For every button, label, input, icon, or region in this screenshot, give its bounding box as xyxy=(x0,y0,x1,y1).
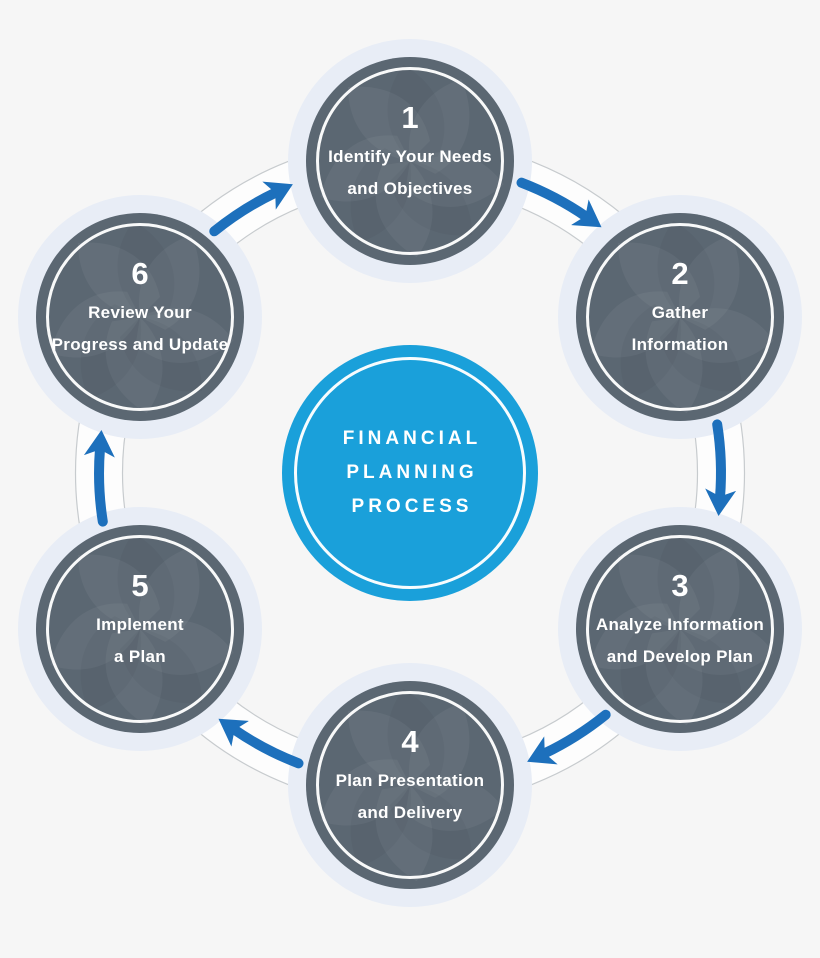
center-title-line1: FINANCIAL xyxy=(342,428,482,449)
step-5-number: 5 xyxy=(131,568,149,603)
step-4-number: 4 xyxy=(401,724,419,759)
step-3-label-line2: and Develop Plan xyxy=(606,647,754,666)
step-1-label-line2: and Objectives xyxy=(347,179,473,198)
step-2-number: 2 xyxy=(671,256,689,291)
step-2-disc: 2 Gather Information xyxy=(576,213,784,421)
step-5-disc: 5 Implement a Plan xyxy=(36,525,244,733)
arrow-step1-to-step2 xyxy=(516,177,602,228)
step-6-disc: 6 Review Your Progress and Update xyxy=(36,213,244,421)
step-5-label-line1: Implement xyxy=(96,615,184,634)
step-circle-5: 5 Implement a Plan xyxy=(18,507,262,751)
arrow-step3-to-step4 xyxy=(527,709,611,765)
step-6-number: 6 xyxy=(131,256,149,291)
arrow-step6-to-step1 xyxy=(209,181,293,237)
step-2-inner-ring xyxy=(586,223,774,411)
step-6-inner-ring xyxy=(46,223,234,411)
step-1-number: 1 xyxy=(401,100,419,135)
step-circle-1: 1 Identify Your Needs and Objectives xyxy=(288,39,532,283)
step-4-label-line2: and Delivery xyxy=(357,803,463,822)
arrow-step2-to-step3 xyxy=(705,419,737,516)
step-circle-3: 3 Analyze Information and Develop Plan xyxy=(558,507,802,751)
step-1-label-line1: Identify Your Needs xyxy=(328,147,492,166)
step-1-inner-ring xyxy=(316,67,504,255)
step-4-disc: 4 Plan Presentation and Delivery xyxy=(306,681,514,889)
step-circle-2: 2 Gather Information xyxy=(558,195,802,439)
arrow-step4-to-step5 xyxy=(218,718,304,769)
center-title-line2: PLANNING xyxy=(346,462,478,483)
step-5-label-line2: a Plan xyxy=(114,647,166,666)
step-1-disc: 1 Identify Your Needs and Objectives xyxy=(306,57,514,265)
step-2-label-line1: Gather xyxy=(651,303,709,322)
step-circle-6: 6 Review Your Progress and Update xyxy=(18,195,262,439)
step-6-label-line2: Progress and Update xyxy=(51,335,229,354)
step-circle-4: 4 Plan Presentation and Delivery xyxy=(288,663,532,907)
step-5-inner-ring xyxy=(46,535,234,723)
arrow-step5-to-step6 xyxy=(83,430,115,527)
step-3-number: 3 xyxy=(671,568,689,603)
step-3-label-line1: Analyze Information xyxy=(595,615,765,634)
center-inner-ring xyxy=(294,357,526,589)
center-title-line3: PROCESS xyxy=(351,496,473,517)
step-4-inner-ring xyxy=(316,691,504,879)
step-6-label-line1: Review Your xyxy=(88,303,192,322)
center-title-circle: FINANCIAL PLANNING PROCESS xyxy=(282,345,538,601)
step-2-label-line2: Information xyxy=(631,335,729,354)
step-3-disc: 3 Analyze Information and Develop Plan xyxy=(576,525,784,733)
step-4-label-line1: Plan Presentation xyxy=(335,771,485,790)
step-3-inner-ring xyxy=(586,535,774,723)
